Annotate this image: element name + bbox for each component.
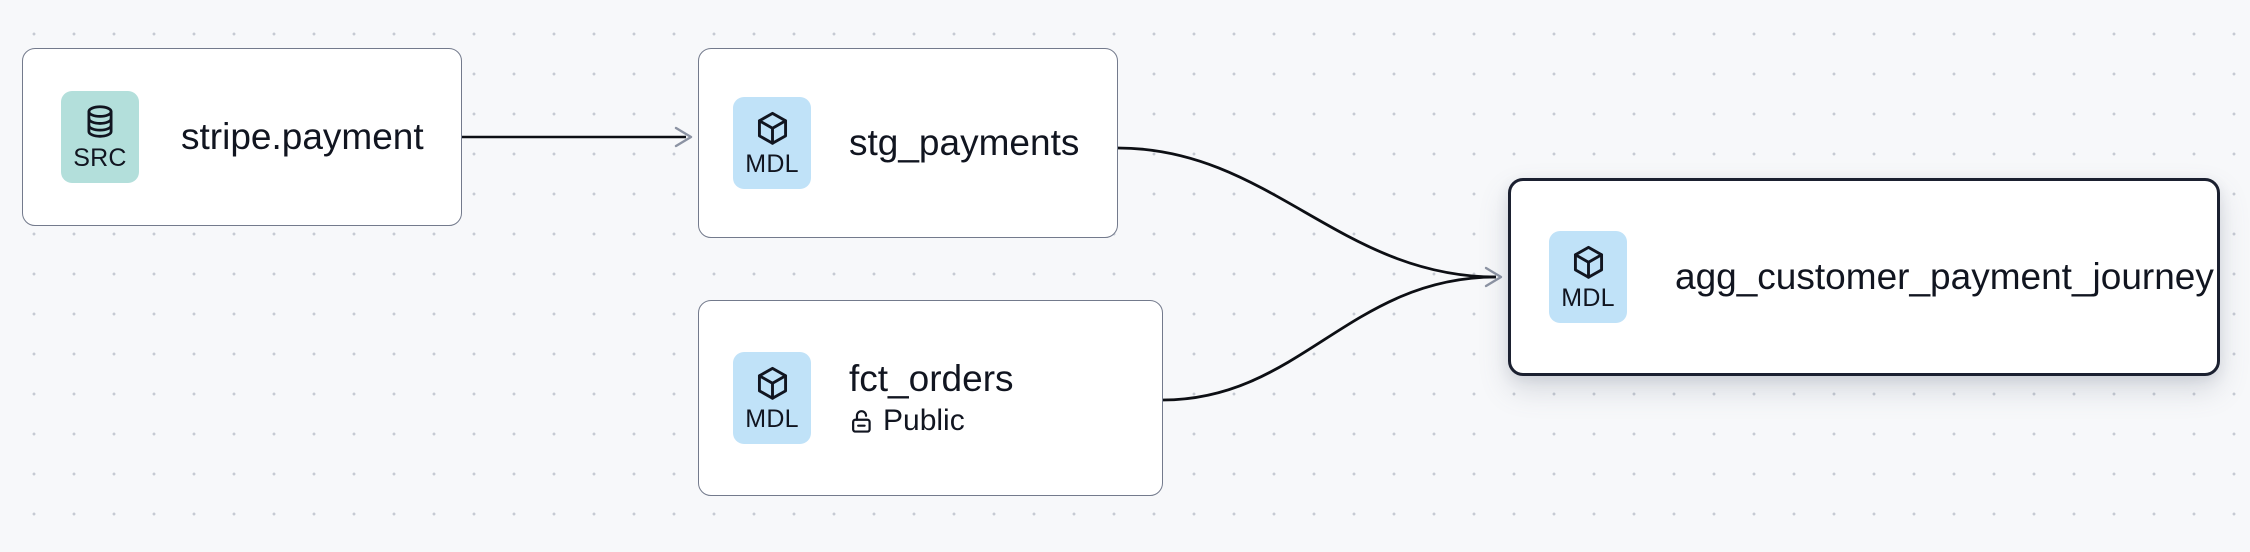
lineage-node-stripe-payment[interactable]: SRC stripe.payment <box>22 48 462 226</box>
node-badge-mdl: MDL <box>1549 231 1627 323</box>
node-title: stg_payments <box>849 122 1080 164</box>
cube-icon <box>754 110 791 148</box>
node-visibility-label: Public <box>883 403 965 437</box>
node-badge-label: MDL <box>745 149 799 178</box>
node-badge-src: SRC <box>61 91 139 183</box>
node-badge-label: SRC <box>73 143 127 172</box>
node-body: agg_customer_payment_journey <box>1675 256 2214 297</box>
cube-icon <box>754 365 791 403</box>
node-badge-mdl: MDL <box>733 352 811 444</box>
lineage-node-stg-payments[interactable]: MDL stg_payments <box>698 48 1118 238</box>
database-icon <box>82 104 118 142</box>
node-title: stripe.payment <box>181 116 424 158</box>
node-body: stripe.payment <box>181 116 424 157</box>
node-visibility: Public <box>849 404 1014 439</box>
node-title: fct_orders <box>849 357 1014 399</box>
node-body: fct_orders Public <box>849 358 1014 439</box>
node-body: stg_payments <box>849 122 1079 163</box>
arrowhead-agg-journey <box>1484 266 1503 288</box>
lineage-node-agg-customer-payment-journey[interactable]: MDL agg_customer_payment_journey <box>1508 178 2220 376</box>
node-badge-label: MDL <box>1561 283 1615 312</box>
node-badge-mdl: MDL <box>733 97 811 189</box>
edge-stg-payments-to-agg-journey <box>1117 146 1497 279</box>
node-badge-label: MDL <box>745 404 799 433</box>
cube-icon <box>1570 244 1607 282</box>
edge-fct-orders-to-agg-journey <box>1162 275 1497 402</box>
lineage-node-fct-orders[interactable]: MDL fct_orders Public <box>698 300 1163 496</box>
unlock-icon <box>849 408 874 435</box>
node-title: agg_customer_payment_journey <box>1675 256 2214 298</box>
arrowhead-stg-payments <box>674 126 693 148</box>
